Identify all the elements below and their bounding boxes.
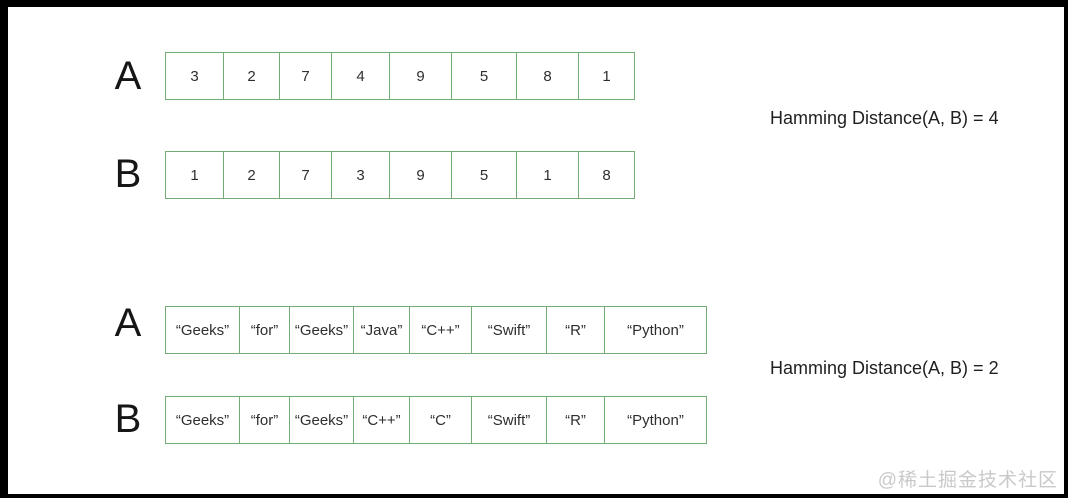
array-cell: 1: [516, 152, 578, 198]
array-cell: “C++”: [409, 307, 471, 353]
array-cell: 5: [451, 53, 516, 99]
array-cell: 3: [331, 152, 389, 198]
array-cell: “Geeks”: [175, 411, 230, 429]
array-cell: “Python”: [604, 397, 706, 443]
array-cell: “Java”: [353, 307, 409, 353]
array-cell: 1: [578, 53, 634, 99]
array-cell: “for”: [239, 307, 289, 353]
array-cell: 4: [331, 53, 389, 99]
array-cell: 2: [223, 152, 279, 198]
array-b-strings: “Geeks” “for” “Geeks” “C++” “C” “Swift” …: [165, 396, 707, 444]
array-cell: 5: [451, 152, 516, 198]
array-a-strings: “Geeks” “for” “Geeks” “Java” “C++” “Swif…: [165, 306, 707, 354]
array-cell: 3: [190, 67, 199, 85]
array-cell: “Geeks”: [175, 321, 230, 339]
hamming-distance-result-1: Hamming Distance(A, B) = 4: [770, 108, 999, 128]
array-cell: 1: [190, 166, 199, 184]
array-label-a-example2: A: [114, 301, 142, 345]
array-cell: “R”: [546, 397, 604, 443]
array-cell: “Swift”: [471, 307, 546, 353]
array-label-b-example2: B: [114, 397, 142, 441]
array-label-b-example1: B: [114, 152, 142, 196]
array-cell: “C”: [409, 397, 471, 443]
array-label-a-example1: A: [114, 54, 142, 98]
array-cell: 7: [279, 152, 331, 198]
hamming-distance-result-2: Hamming Distance(A, B) = 2: [770, 358, 999, 378]
array-cell: “R”: [546, 307, 604, 353]
array-cell: 9: [389, 53, 451, 99]
array-cell: “C++”: [353, 397, 409, 443]
array-cell: “Geeks”: [289, 307, 353, 353]
array-cell: 8: [578, 152, 634, 198]
array-cell: “Python”: [604, 307, 706, 353]
array-cell: “for”: [239, 397, 289, 443]
array-cell: “Geeks”: [289, 397, 353, 443]
array-a-numbers: 3 2 7 4 9 5 8 1: [165, 52, 635, 100]
array-cell: “Swift”: [471, 397, 546, 443]
watermark: @稀土掘金技术社区: [877, 470, 1058, 491]
array-cell: 8: [516, 53, 578, 99]
array-cell: 9: [389, 152, 451, 198]
array-cell: 2: [223, 53, 279, 99]
array-cell: 7: [279, 53, 331, 99]
array-b-numbers: 1 2 7 3 9 5 1 8: [165, 151, 635, 199]
